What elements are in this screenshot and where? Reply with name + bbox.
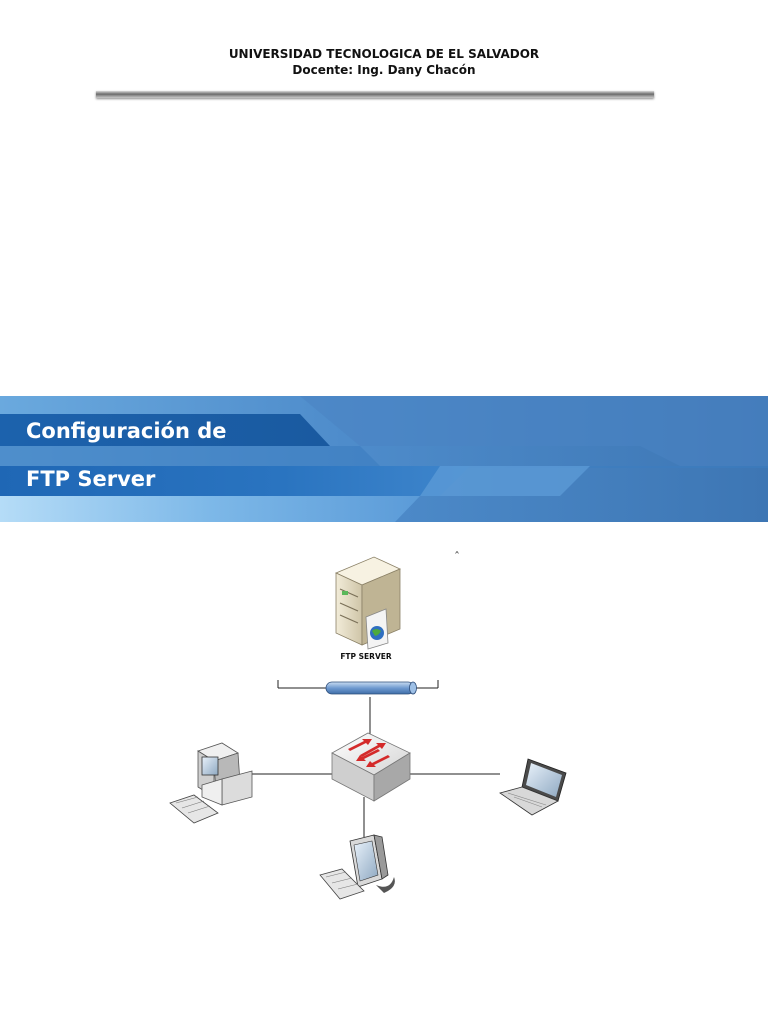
- switch-icon: [331, 732, 411, 802]
- teacher-name: Docente: Ing. Dany Chacón: [292, 63, 476, 77]
- caret-mark: ˆ: [454, 550, 460, 564]
- header-divider: [96, 91, 654, 98]
- banner-background: [0, 396, 768, 522]
- title-banner: Configuración de FTP Server: [0, 396, 768, 522]
- document-header: UNIVERSIDAD TECNOLOGICA DE EL SALVADOR D…: [0, 46, 768, 78]
- server-label: FTP SERVER: [340, 652, 392, 661]
- globe-icon: [365, 608, 389, 650]
- network-bus-icon: [277, 680, 439, 695]
- workstation-icon: [319, 834, 395, 900]
- laptop-icon: [499, 758, 567, 816]
- banner-title-line-1: Configuración de: [26, 419, 227, 443]
- institution-name: UNIVERSIDAD TECNOLOGICA DE EL SALVADOR: [228, 47, 540, 61]
- banner-title-line-2: FTP Server: [26, 467, 156, 491]
- desktop-pc-icon: [169, 742, 253, 824]
- network-diagram: FTP SERVER ˆ: [169, 550, 567, 900]
